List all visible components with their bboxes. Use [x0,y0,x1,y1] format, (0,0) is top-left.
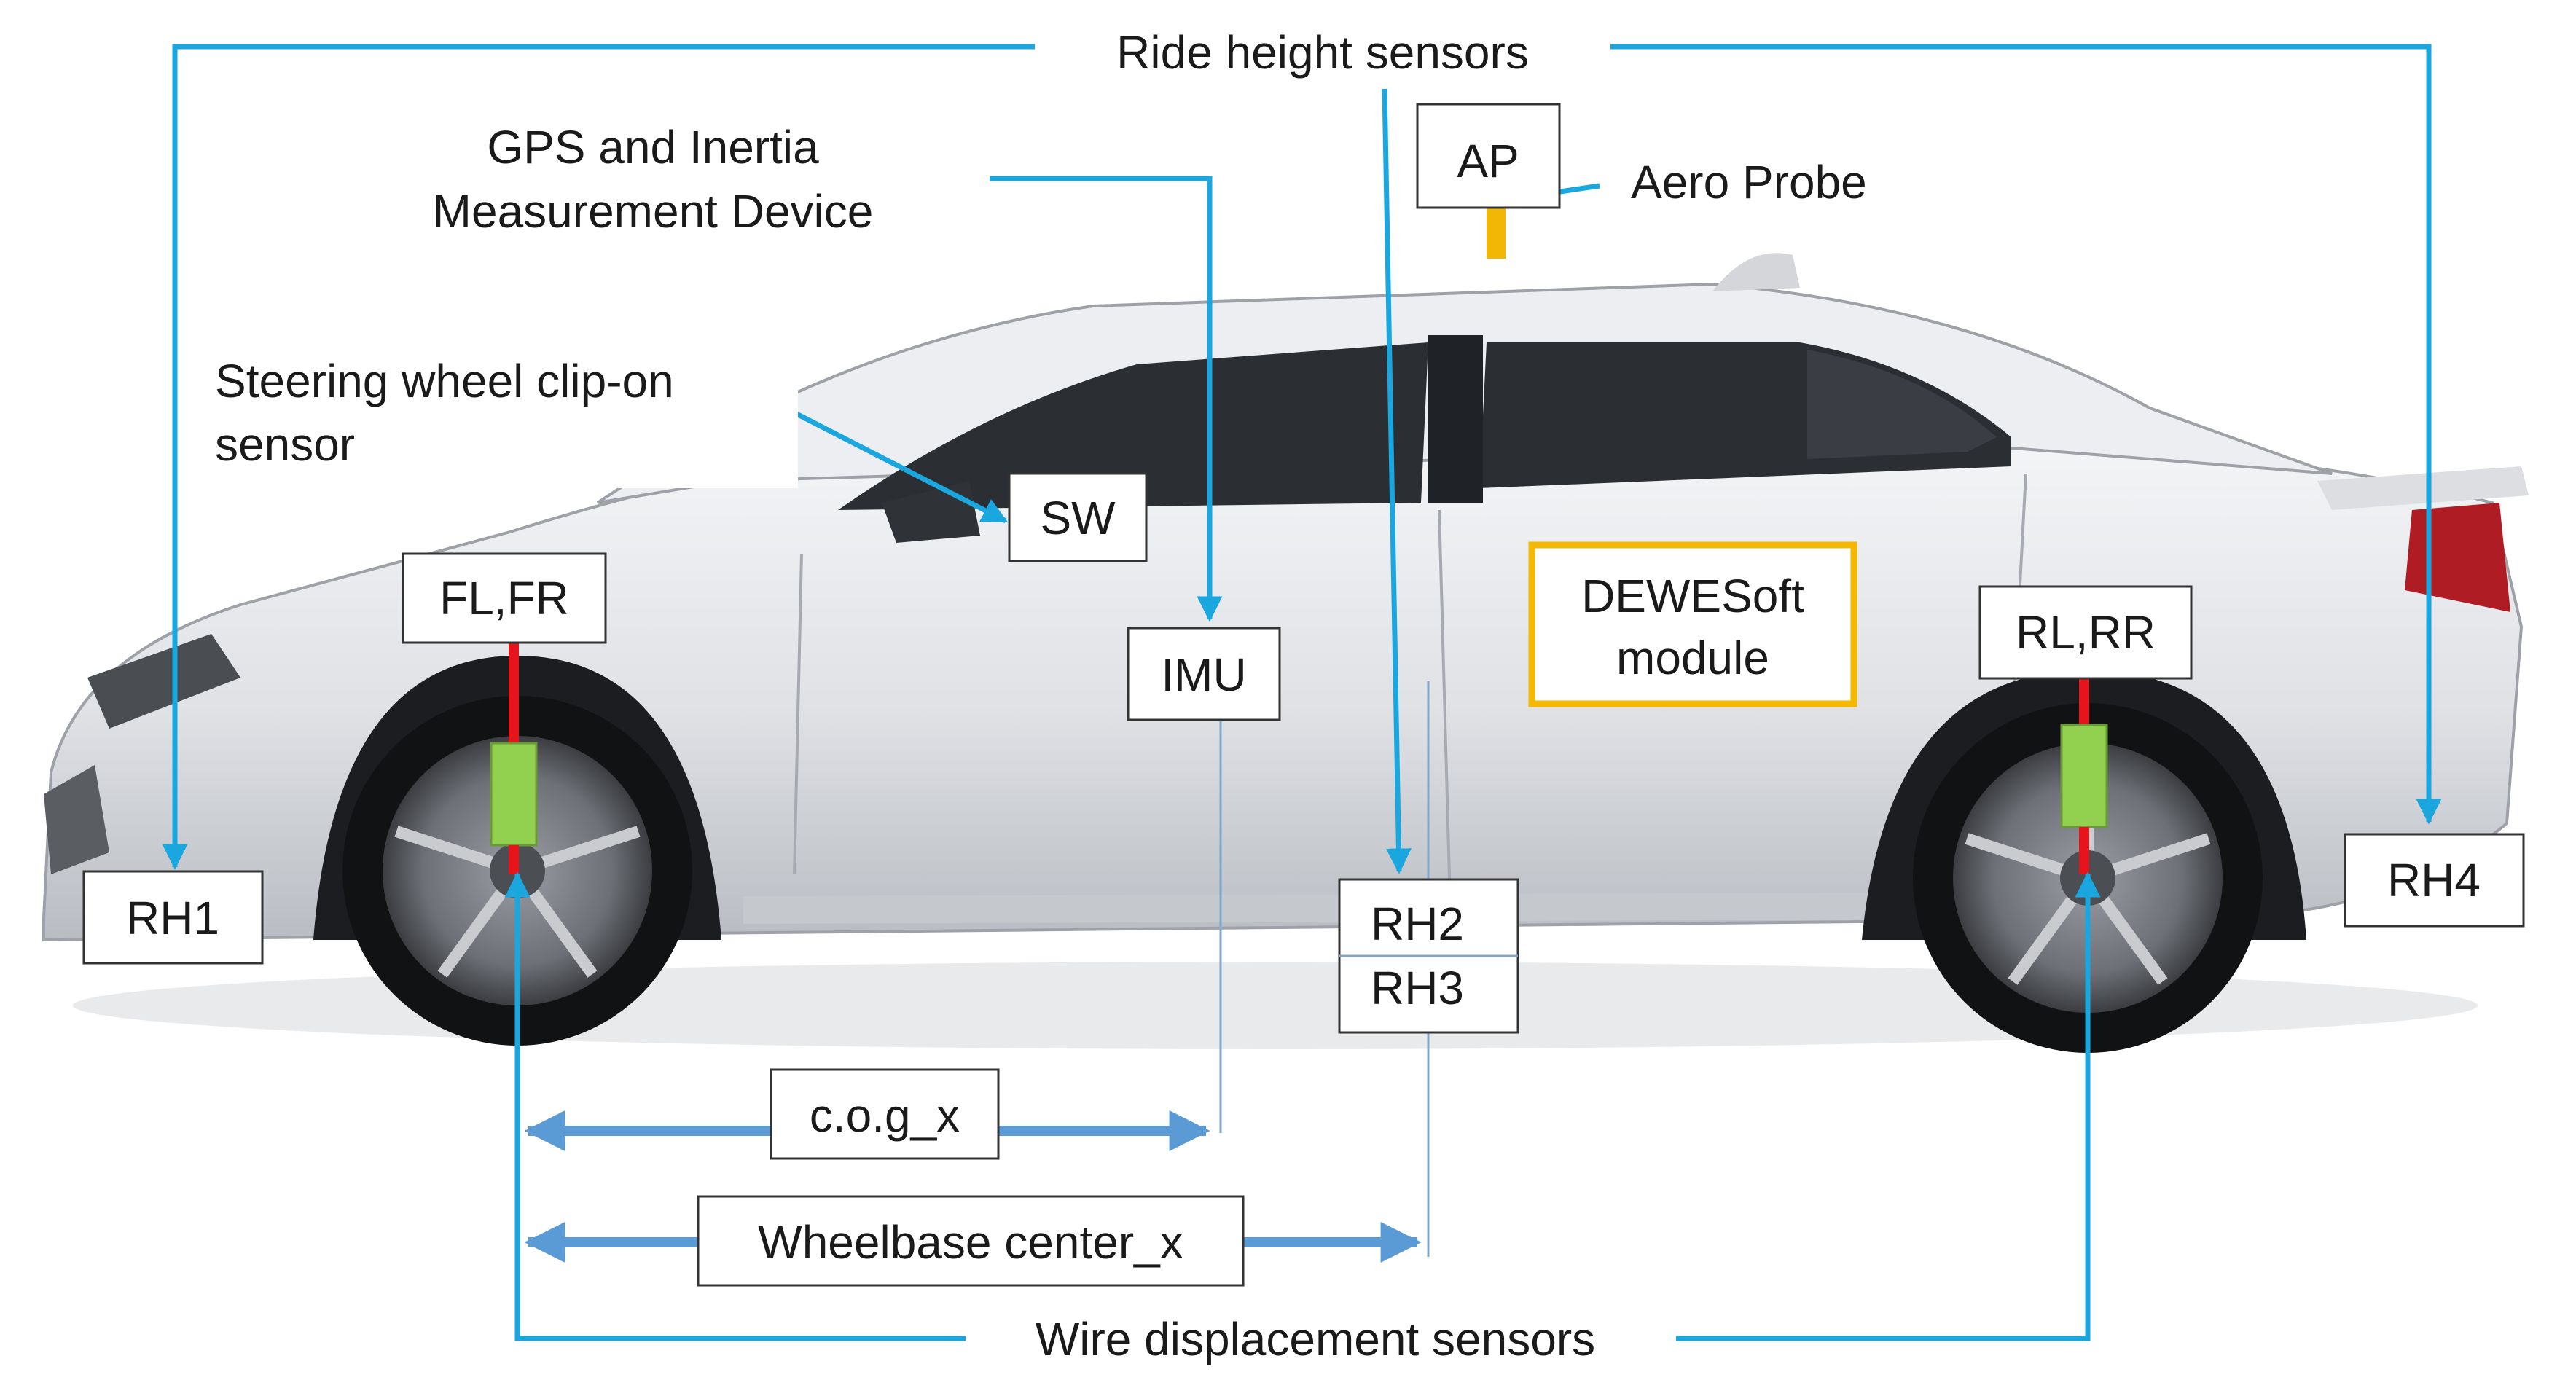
imu-label: IMU [1161,648,1246,701]
front-wire-displacement-sensor [490,641,538,874]
dewesoft-label-line1: DEWESoft [1581,570,1804,622]
fl-fr-box: FL,FR [402,552,607,644]
ap-box: AP [1416,103,1561,209]
gps-imu-label-line1: GPS and Inertia [487,121,819,173]
aero-probe-label: Aero Probe [1631,156,1867,208]
rh2-label: RH2 [1371,898,1464,950]
sw-box: SW [1008,472,1148,562]
rh2-rh3-box: RH2 RH3 [1338,878,1519,1034]
fl-fr-label: FL,FR [439,572,569,624]
wheelbase-center-x-box: Wheelbase center_x [697,1195,1245,1287]
gps-imu-label-line2: Measurement Device [433,185,874,238]
car-illustration [42,253,2529,1053]
steering-sensor-label-line1: Steering wheel clip-on [215,355,674,407]
rl-rr-box: RL,RR [1978,585,2193,680]
dewesoft-label-line2: module [1616,632,1769,684]
rl-rr-label: RL,RR [2016,606,2156,659]
imu-box: IMU [1127,627,1281,721]
rh4-box: RH4 [2344,833,2525,928]
dewesoft-module-box: DEWESoft module [1528,541,1857,707]
wheelbase-center-x-label: Wheelbase center_x [758,1216,1183,1269]
ap-label: AP [1457,135,1519,187]
ride-height-sensors-label: Ride height sensors [1116,26,1529,79]
cog-x-box: c.o.g_x [770,1068,1000,1160]
rh1-label: RH1 [126,892,219,944]
wire-displacement-sensors-label: Wire displacement sensors [1036,1313,1595,1365]
callout-lines [162,44,2442,1341]
sw-label: SW [1040,492,1116,544]
steering-sensor-label-line2: sensor [215,418,355,471]
rh3-label: RH3 [1371,962,1464,1014]
rh1-box: RH1 [82,870,264,965]
rh4-label: RH4 [2387,854,2481,906]
cog-x-label: c.o.g_x [810,1089,960,1142]
rear-wire-displacement-sensor [2060,674,2108,874]
